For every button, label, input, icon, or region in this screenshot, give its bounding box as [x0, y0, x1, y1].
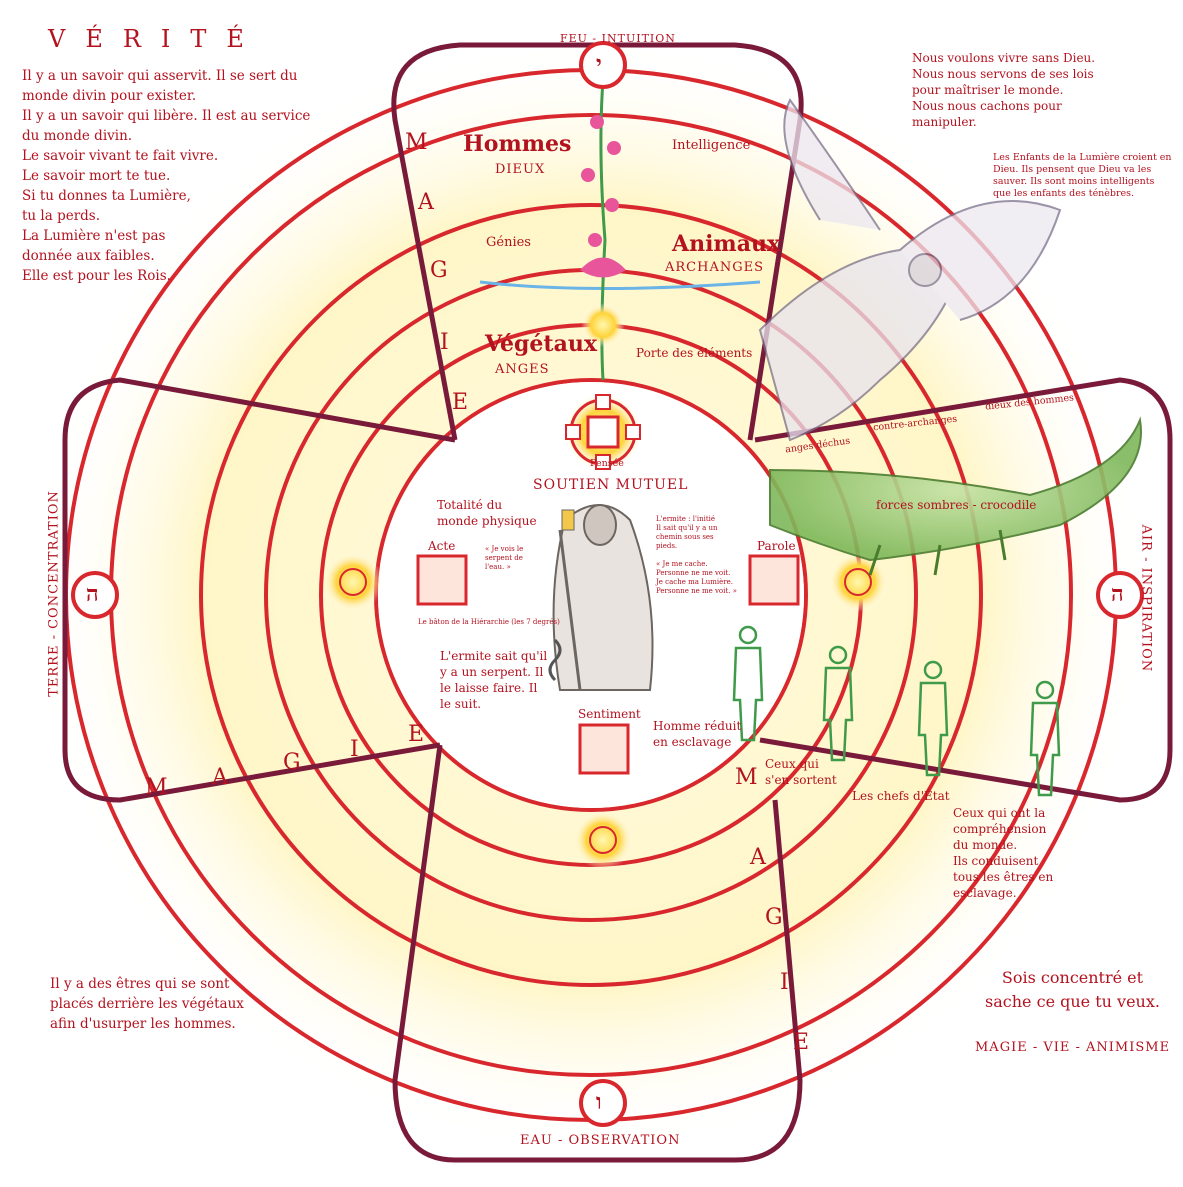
top-right-text: Nous voulons vivre sans Dieu.Nous nous s… — [912, 50, 1112, 130]
label-archanges: ARCHANGES — [665, 260, 764, 277]
label-anges: ANGES — [495, 362, 550, 379]
label-animaux: Animaux — [672, 230, 780, 259]
label-baton: Le bâton de la Hiérarchie (les 7 degrés) — [418, 618, 560, 627]
label-pensee: Pensée — [590, 458, 624, 470]
water-medallion-icon — [581, 1081, 625, 1125]
magie-letter: M — [405, 130, 428, 155]
intro-text: Il y a un savoir qui asservit. Il se ser… — [22, 66, 322, 286]
label-chefs: Les chefs d'État — [852, 788, 950, 804]
magie-letter: I — [440, 330, 449, 355]
label-porte: Porte des éléments — [636, 345, 752, 361]
magie-letter: I — [350, 737, 359, 762]
label-sentiment: Sentiment — [578, 706, 641, 722]
sun-bottom-icon — [573, 810, 633, 870]
magie-letter: E — [452, 390, 468, 415]
element-left-label: TERRE - CONCENTRATION — [47, 483, 64, 703]
label-acte: Acte — [428, 538, 455, 554]
label-hommes: Hommes — [463, 130, 571, 159]
magie-letter: G — [430, 258, 448, 283]
label-dieux: DIEUX — [495, 162, 545, 179]
magie-letter: I — [780, 970, 789, 995]
page-title: VÉRITÉ — [48, 24, 264, 55]
label-genies: Génies — [486, 235, 531, 252]
magie-letter: A — [212, 765, 228, 790]
hebrew-vav-bottom: ו — [596, 1088, 602, 1117]
label-soutien: SOUTIEN MUTUEL — [533, 476, 688, 494]
hebrew-he-left: ה — [86, 580, 99, 609]
element-bottom-label: EAU - OBSERVATION — [520, 1133, 680, 1150]
magie-letter: M — [735, 765, 758, 790]
parole-square — [750, 556, 798, 604]
magie-letter: A — [750, 845, 766, 870]
sentiment-square — [580, 725, 628, 773]
sun-right-icon — [828, 552, 888, 612]
label-crocodile: forces sombres - crocodile — [876, 497, 1036, 513]
hebrew-he-right: ה — [1111, 580, 1124, 609]
element-top-label: FEU - INTUITION — [560, 32, 676, 46]
magie-letter: E — [793, 1030, 809, 1055]
label-intelligence: Intelligence — [672, 138, 750, 155]
magie-letter: G — [765, 905, 783, 930]
element-right-label: AIR - INSPIRATION — [1137, 498, 1154, 698]
fire-medallion-icon — [581, 43, 625, 87]
acte-square — [418, 556, 466, 604]
magie-letter: E — [408, 722, 424, 747]
sun-left-icon — [323, 552, 383, 612]
magie-letter: M — [145, 775, 168, 800]
hebrew-yod-top: י — [596, 50, 602, 79]
magie-letter: G — [283, 750, 301, 775]
bottom-right-caption: MAGIE - VIE - ANIMISME — [975, 1040, 1170, 1057]
label-vegetaux: Végétaux — [485, 330, 597, 359]
magie-letter: A — [418, 190, 434, 215]
label-parole: Parole — [757, 538, 796, 554]
